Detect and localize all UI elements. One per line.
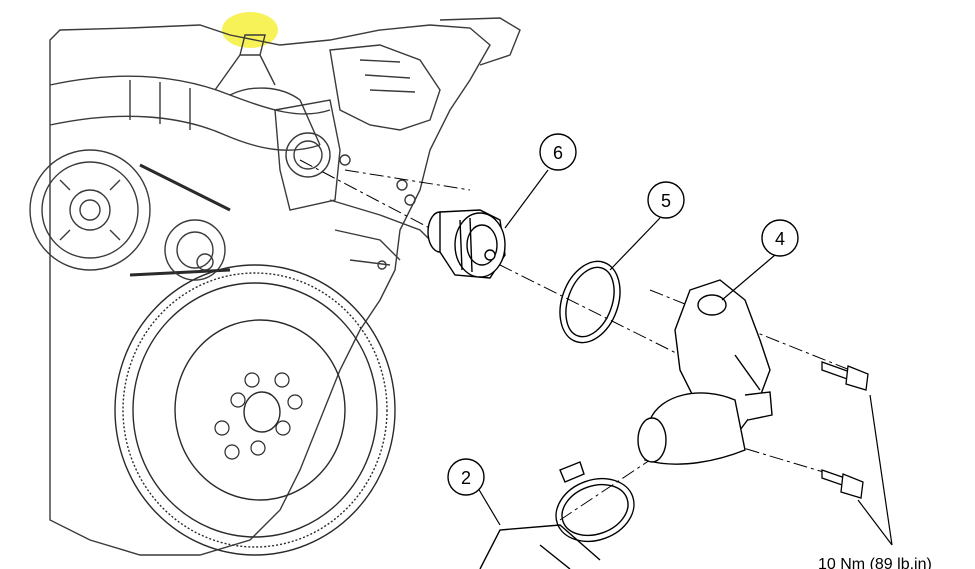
thermostat bbox=[427, 209, 506, 279]
idler-pulley bbox=[164, 219, 226, 281]
hose-and-clamp bbox=[479, 461, 635, 569]
thermostat-housing bbox=[637, 279, 773, 465]
torque-spec-label: 10 Nm (89 lb.in) bbox=[818, 556, 932, 569]
callout-4: 4 bbox=[761, 219, 799, 257]
seal-ring bbox=[559, 260, 621, 344]
callout-2-label: 2 bbox=[461, 468, 471, 488]
assembly-axis-lines bbox=[299, 159, 851, 521]
callout-5: 5 bbox=[647, 181, 685, 219]
flywheel bbox=[114, 264, 396, 556]
flywheel-bolts bbox=[214, 372, 303, 460]
housing-bolts bbox=[821, 361, 869, 499]
callout-5-label: 5 bbox=[661, 191, 671, 211]
callout-4-label: 4 bbox=[775, 229, 785, 249]
callout-2: 2 bbox=[447, 458, 485, 496]
callout-6-label: 6 bbox=[553, 143, 563, 163]
callout-6: 6 bbox=[539, 133, 577, 171]
drive-belt bbox=[129, 163, 231, 277]
callout-leaders bbox=[477, 169, 893, 546]
crank-pulley bbox=[29, 149, 151, 271]
